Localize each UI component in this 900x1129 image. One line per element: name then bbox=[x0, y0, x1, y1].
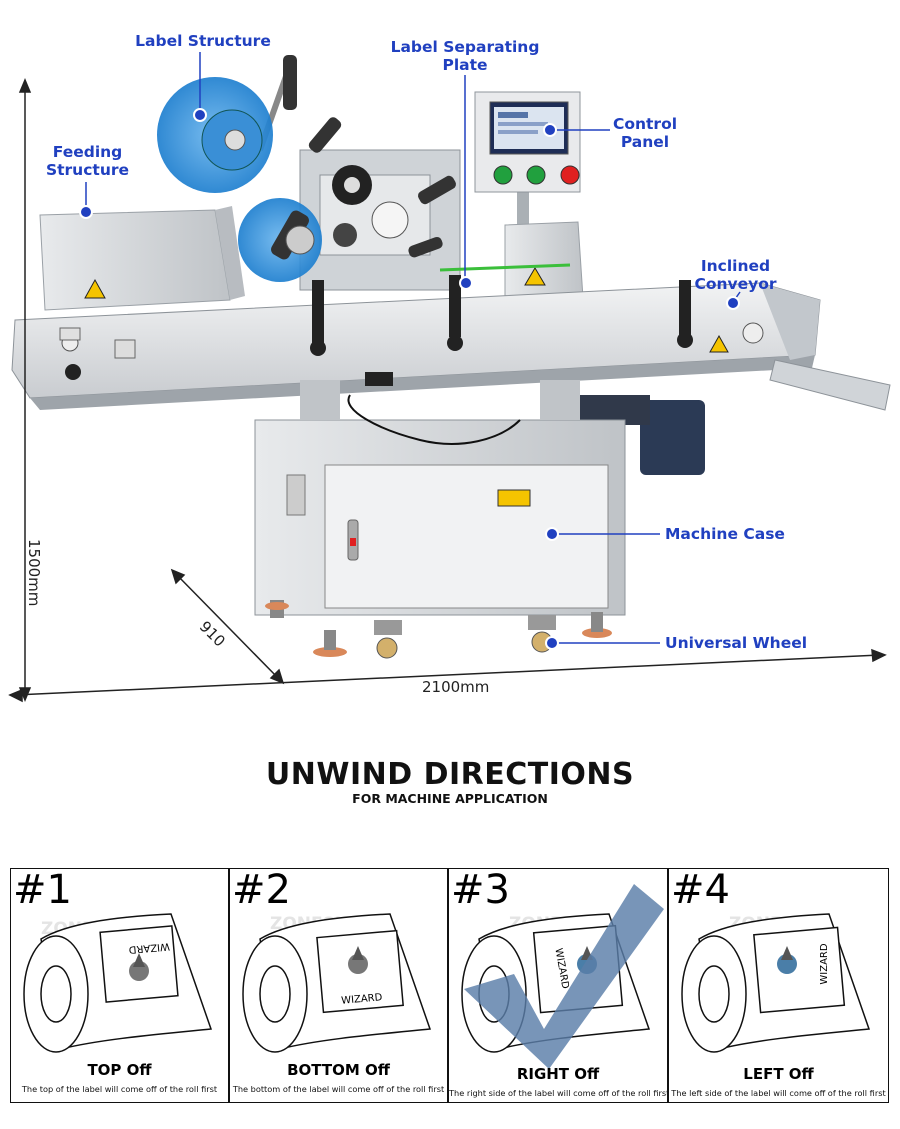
machine-feet bbox=[265, 600, 612, 657]
callout-label-separating-line2: Plate bbox=[442, 56, 488, 74]
callout-universal-wheel: Universal Wheel bbox=[665, 634, 808, 652]
warning-sign-right bbox=[709, 334, 729, 353]
panel-title: BOTTOM Off bbox=[287, 1061, 390, 1079]
callout-inclined-line2: Conveyor bbox=[694, 275, 777, 293]
panel-title: TOP Off bbox=[87, 1061, 152, 1079]
unwind-panel-3: #3 ZONESUN WIZARD RIGHT Off The right si… bbox=[448, 868, 668, 1103]
callout-feeding-line1: Feeding bbox=[52, 143, 123, 161]
callout-label-separating-plate: Label Separating Plate bbox=[380, 38, 550, 74]
panel-number: #3 bbox=[451, 868, 510, 913]
callout-machine-case: Machine Case bbox=[665, 525, 785, 543]
callout-feeding-line2: Structure bbox=[45, 161, 130, 179]
panel-title: RIGHT Off bbox=[516, 1065, 600, 1083]
depth-dimension bbox=[170, 568, 285, 685]
roll-label-text: WIZARD bbox=[819, 943, 830, 984]
label-roll-top-off-icon: WIZARD bbox=[23, 913, 213, 1053]
checkmark-icon bbox=[464, 884, 664, 1069]
callout-inclined-line1: Inclined bbox=[700, 257, 771, 275]
panel-number: #4 bbox=[671, 868, 730, 913]
section-title: UNWIND DIRECTIONS bbox=[265, 757, 635, 792]
callout-inclined-conveyor: Inclined Conveyor bbox=[688, 257, 783, 293]
callout-label-separating-line1: Label Separating bbox=[390, 38, 540, 56]
callout-control-line1: Control bbox=[612, 115, 678, 133]
feeding-guard bbox=[39, 209, 231, 311]
roll-label-text: WIZARD bbox=[341, 992, 383, 1007]
label-roll-left-off-icon: WIZARD bbox=[681, 913, 871, 1053]
callout-dots bbox=[79, 108, 740, 650]
panel-title: LEFT Off bbox=[743, 1065, 814, 1083]
unwind-panel-4: #4 ZONESUN WIZARD LEFT Off The left side… bbox=[668, 868, 889, 1103]
dimension-width: 2100mm bbox=[422, 678, 490, 696]
roll-label-text: WIZARD bbox=[128, 940, 170, 955]
section-subtitle: FOR MACHINE APPLICATION bbox=[352, 791, 548, 806]
labeling-machine-illustration bbox=[8, 52, 891, 703]
label-roll-bottom-off-icon: WIZARD bbox=[242, 913, 432, 1053]
panel-description: The top of the label will come off of th… bbox=[21, 1084, 218, 1094]
panel-description: The bottom of the label will come off of… bbox=[232, 1084, 445, 1094]
panel-description: The right side of the label will come of… bbox=[449, 1088, 668, 1098]
panel-number: #1 bbox=[13, 868, 72, 913]
motor bbox=[640, 400, 705, 475]
universal-wheels bbox=[374, 615, 556, 659]
panel-number: #2 bbox=[232, 868, 291, 913]
panel-description: The left side of the label will come off… bbox=[671, 1088, 886, 1098]
callout-control-panel: Control Panel bbox=[605, 115, 685, 151]
width-dimension bbox=[8, 648, 887, 703]
callout-label-structure: Label Structure bbox=[135, 32, 271, 50]
inclined-conveyor bbox=[769, 359, 891, 411]
unwind-panel-1: #1 ZONESUN WIZARD TOP Off The top of the… bbox=[10, 868, 229, 1103]
height-dimension bbox=[18, 78, 32, 702]
callout-feeding-structure: Feeding Structure bbox=[40, 143, 135, 179]
warning-sign-left bbox=[84, 278, 106, 299]
callout-control-line2: Panel bbox=[620, 133, 670, 151]
dimension-height: 1500mm bbox=[25, 539, 43, 607]
unwind-panel-2: #2 ZONESUN WIZARD BOTTOM Off The bottom … bbox=[229, 868, 448, 1103]
